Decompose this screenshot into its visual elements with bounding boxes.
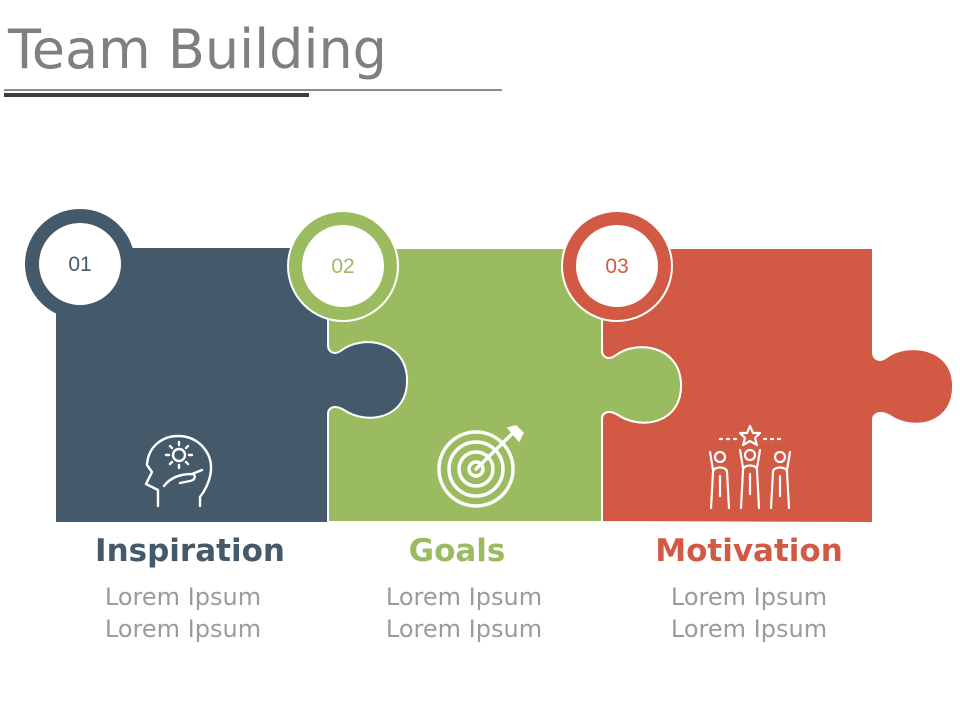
title-underline-thin: [4, 89, 502, 91]
number-badge-2: 02: [287, 210, 399, 322]
body-line-1b: Lorem Ipsum: [104, 615, 262, 643]
number-badge-1: 01: [25, 209, 135, 319]
puzzle-piece-3: [601, 247, 955, 525]
number-label-3: 03: [605, 255, 628, 278]
body-line-3b: Lorem Ipsum: [670, 615, 828, 643]
target-arrow-icon: [437, 425, 524, 508]
heading-motivation: Motivation: [655, 533, 843, 569]
number-label-1: 01: [68, 253, 91, 276]
page-title: Team Building: [8, 18, 387, 81]
heading-goals: Goals: [408, 533, 506, 569]
head-idea-icon: [144, 434, 213, 508]
body-line-2b: Lorem Ipsum: [385, 615, 543, 643]
team-star-icon: [708, 424, 792, 510]
body-line-1a: Lorem Ipsum: [104, 583, 262, 611]
body-line-3a: Lorem Ipsum: [670, 583, 828, 611]
number-badge-3: 03: [561, 210, 673, 322]
title-underline-thick: [4, 93, 309, 97]
heading-inspiration: Inspiration: [95, 533, 285, 569]
number-label-2: 02: [331, 255, 354, 278]
body-line-2a: Lorem Ipsum: [385, 583, 543, 611]
